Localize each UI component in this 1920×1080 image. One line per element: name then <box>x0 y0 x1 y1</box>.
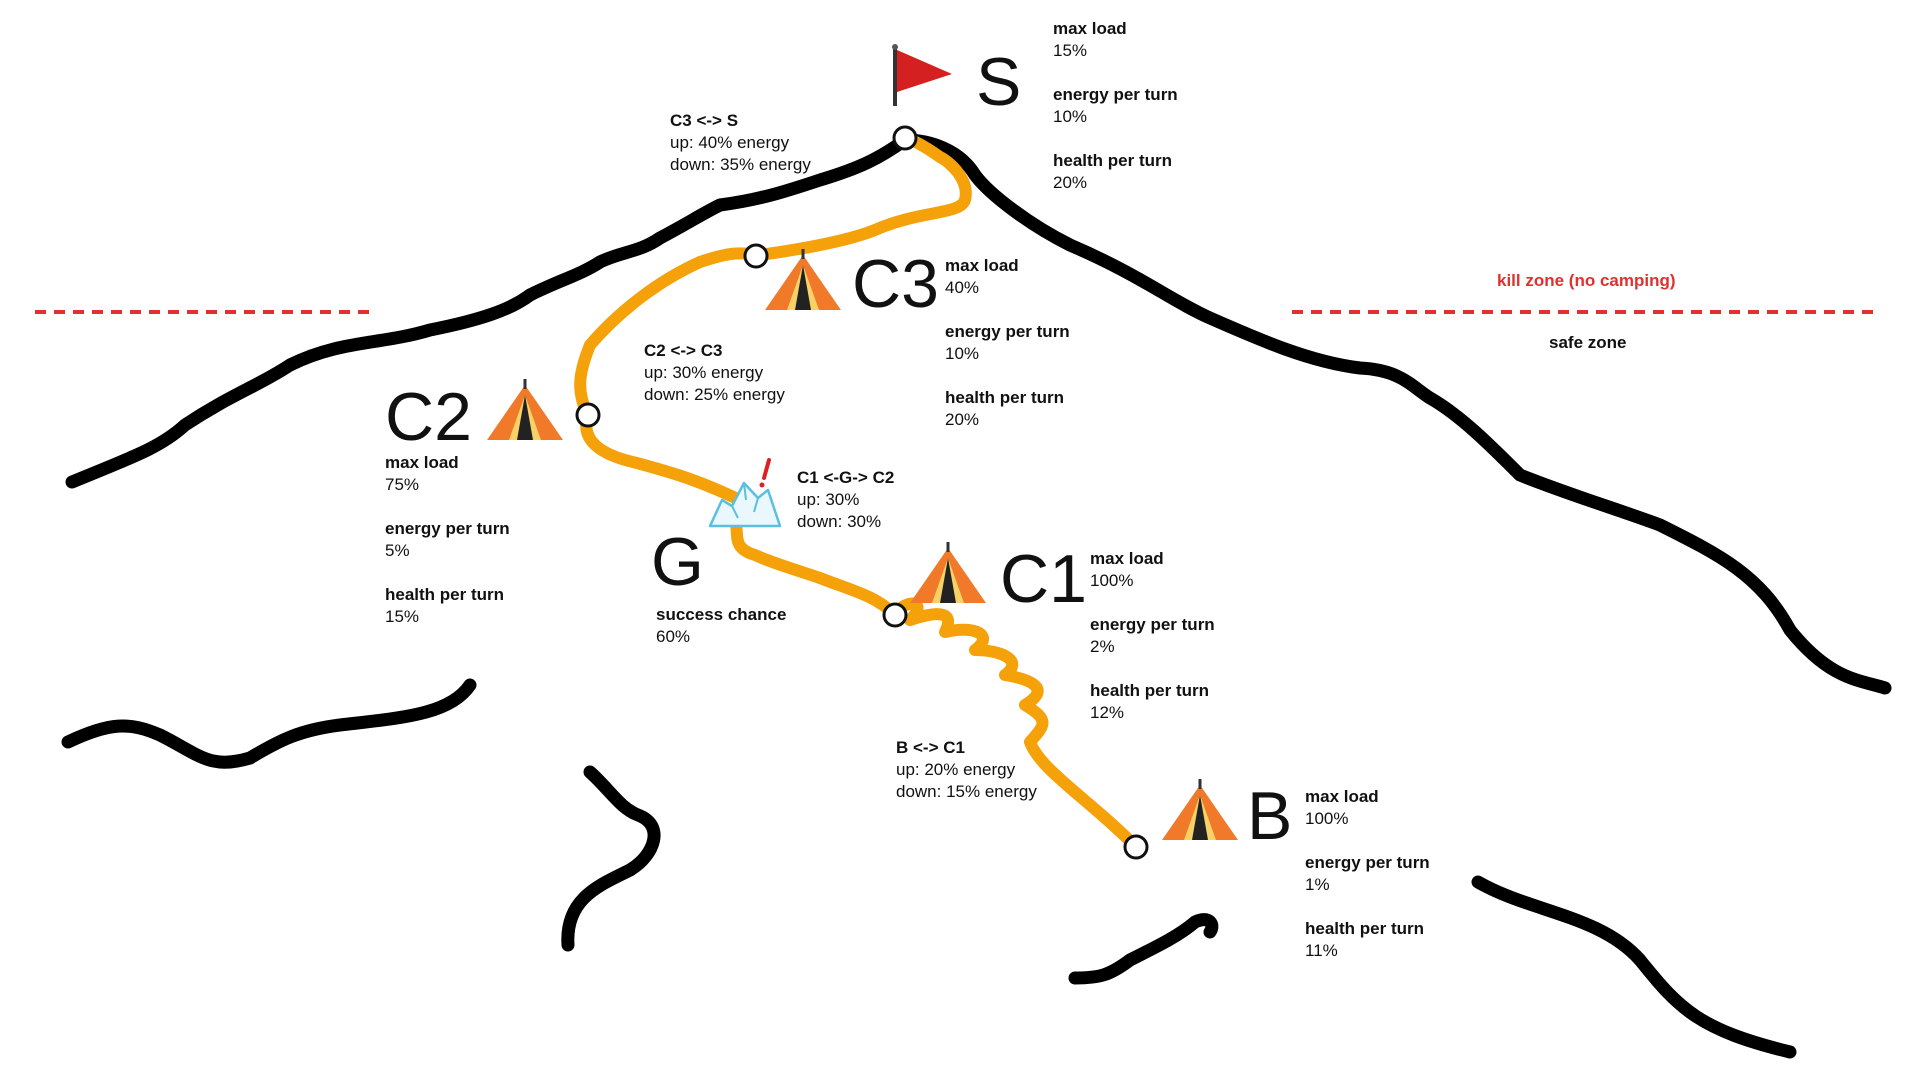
stat-value: 12% <box>1090 703 1125 722</box>
stat-label: max load <box>1053 19 1127 38</box>
camp-name-C1: C1 <box>1000 541 1087 617</box>
route-line: up: 40% energy <box>670 133 790 152</box>
stat-label: energy per turn <box>945 322 1070 341</box>
mountain-ridge <box>65 133 1892 695</box>
stat-value: 60% <box>656 627 691 646</box>
foothill-stroke <box>561 765 661 952</box>
stat-value: 11% <box>1305 941 1338 960</box>
tent-icon <box>1162 779 1238 840</box>
route-label-C2-C3: C2 <-> C3 up: 30% energy down: 25% energ… <box>644 340 785 406</box>
tent-icon <box>487 379 563 440</box>
camp-name-B: B <box>1247 778 1293 854</box>
stat-label: max load <box>385 453 459 472</box>
foothill-stroke <box>1068 913 1219 985</box>
waypoint-C1 <box>882 602 908 628</box>
camp-name-S: S <box>976 44 1022 120</box>
route-title: C2 <-> C3 <box>644 341 723 360</box>
camp-stats-C2: max load 75% energy per turn 5% health p… <box>385 452 510 628</box>
tent-icon <box>765 249 841 310</box>
kill-zone-label: kill zone (no camping) <box>1497 271 1676 290</box>
waypoint-S <box>892 125 918 151</box>
stat-label: energy per turn <box>1053 85 1178 104</box>
camp-stats-B: max load 100% energy per turn 1% health … <box>1305 786 1430 962</box>
stat-value: 10% <box>945 344 980 363</box>
route-label-C1-G-C2: C1 <-G-> C2 up: 30% down: 30% <box>797 467 894 533</box>
route-title: C3 <-> S <box>670 111 739 130</box>
stat-label: energy per turn <box>1090 615 1215 634</box>
tent-icon <box>910 542 986 603</box>
stat-value: 100% <box>1305 809 1349 828</box>
route-title: C1 <-G-> C2 <box>797 468 895 487</box>
stat-label: health per turn <box>385 585 505 604</box>
stat-value: 15% <box>1053 41 1088 60</box>
stat-label: health per turn <box>1090 681 1210 700</box>
camp-name-G: G <box>651 524 704 600</box>
stat-label: max load <box>1305 787 1379 806</box>
stat-value: 5% <box>385 541 410 560</box>
camp-name-C3: C3 <box>852 246 939 322</box>
stat-value: 40% <box>945 278 980 297</box>
route-line: down: 25% energy <box>644 385 785 404</box>
camp-name-C2: C2 <box>385 379 472 455</box>
stat-label: health per turn <box>1053 151 1173 170</box>
stat-label: energy per turn <box>385 519 510 538</box>
route-line: up: 30% energy <box>644 363 764 382</box>
stat-value: 100% <box>1090 571 1134 590</box>
route-line: up: 30% <box>797 490 860 509</box>
foothill-stroke <box>61 678 477 769</box>
stat-label: energy per turn <box>1305 853 1430 872</box>
route-label-C3-S: C3 <-> S up: 40% energy down: 35% energy <box>670 110 811 176</box>
stat-value: 10% <box>1053 107 1088 126</box>
waypoint-C3 <box>743 243 769 269</box>
exclamation-icon <box>759 458 771 488</box>
stat-value: 20% <box>945 410 980 429</box>
route-line: down: 30% <box>797 512 882 531</box>
route-line: up: 20% energy <box>896 760 1016 779</box>
glacier-icon <box>708 481 782 528</box>
waypoint-B <box>1123 834 1149 860</box>
camp-stats-C1: max load 100% energy per turn 2% health … <box>1090 548 1215 724</box>
stat-label: max load <box>1090 549 1164 568</box>
route-label-B-C1: B <-> C1 up: 20% energy down: 15% energy <box>896 737 1037 803</box>
stat-value: 2% <box>1090 637 1115 656</box>
flag-icon <box>892 44 952 106</box>
waypoint-C2 <box>575 402 601 428</box>
camp-stats-G: success chance 60% <box>656 604 786 648</box>
stat-value: 20% <box>1053 173 1088 192</box>
route-line: down: 35% energy <box>670 155 811 174</box>
camp-stats-C3: max load 40% energy per turn 10% health … <box>945 255 1070 431</box>
stat-value: 75% <box>385 475 420 494</box>
stat-label: success chance <box>656 605 787 624</box>
route-title: B <-> C1 <box>896 738 965 757</box>
stat-value: 15% <box>385 607 420 626</box>
foothill-stroke <box>1471 875 1797 1059</box>
safe-zone-label: safe zone <box>1549 333 1627 352</box>
stat-label: health per turn <box>945 388 1065 407</box>
stat-label: max load <box>945 256 1019 275</box>
stat-value: 1% <box>1305 875 1330 894</box>
stat-label: health per turn <box>1305 919 1425 938</box>
camp-stats-S: max load 15% energy per turn 10% health … <box>1053 18 1178 194</box>
route-line: down: 15% energy <box>896 782 1037 801</box>
